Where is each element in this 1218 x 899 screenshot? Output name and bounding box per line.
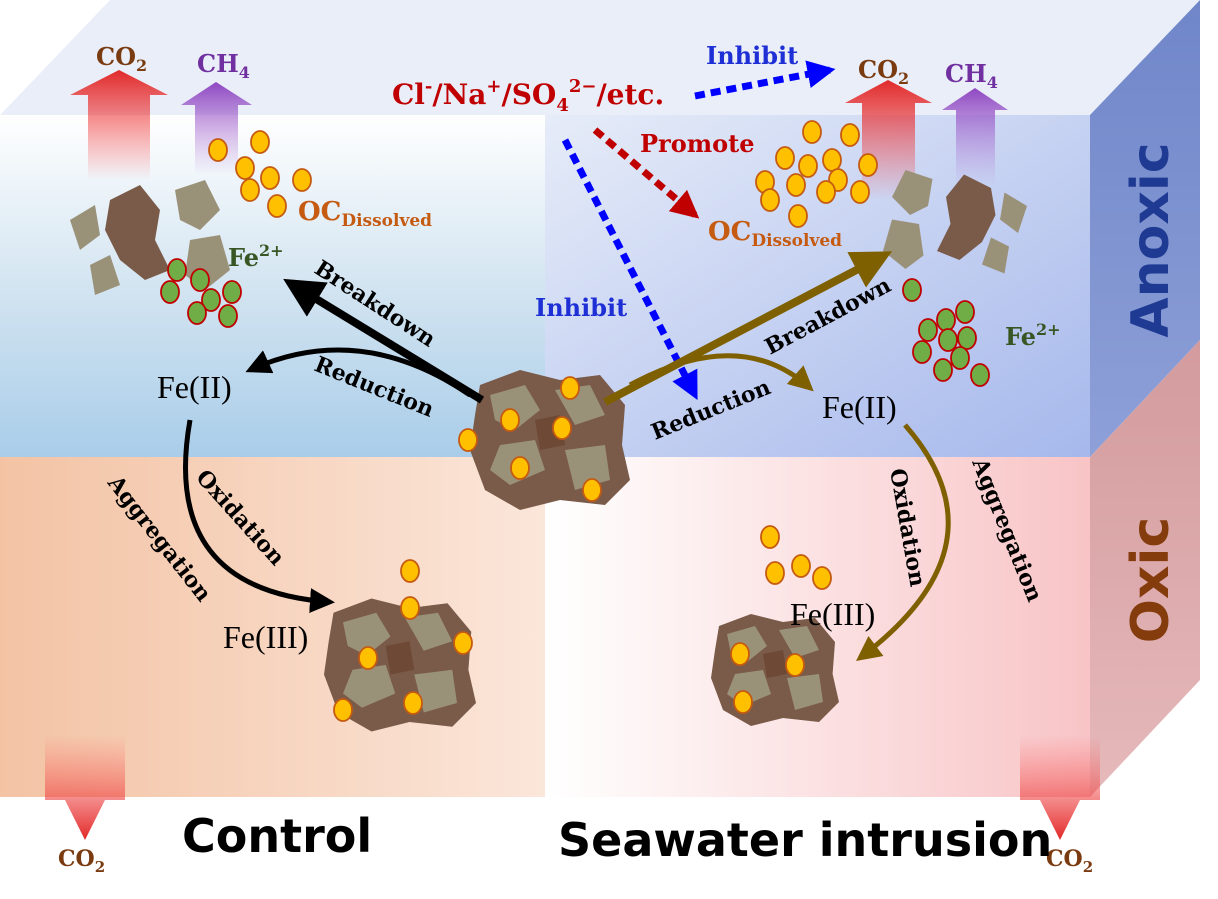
- oxidation-arrow-seawater: [856, 423, 951, 662]
- ch4-emission-arrow-seawater: [942, 88, 1008, 185]
- fe2plus-particles-seawater: [902, 278, 990, 387]
- breakdown-arrow-seawater: [603, 251, 893, 406]
- fe2-label-control: Fe(II): [157, 369, 232, 405]
- co2-down-arrow-control: [45, 735, 125, 840]
- oxic-side-face: [1090, 340, 1200, 797]
- co2-emission-arrow-control: [70, 70, 168, 180]
- oc-dissolved-control: OCDissolved: [298, 197, 432, 231]
- reduction-arrow-control: [245, 347, 472, 398]
- oc-particles-control: [208, 130, 312, 218]
- oxic-label: Oxic: [1121, 517, 1181, 643]
- oxidation-arrow-control: [183, 419, 335, 614]
- co2-label-seawater: CO2: [858, 55, 909, 88]
- co2-label-bottom-control: CO2: [58, 846, 105, 876]
- fe2-label-seawater: Fe(II): [822, 389, 897, 425]
- fe2plus-particles-control: [160, 258, 242, 328]
- control-title: Control: [182, 809, 372, 863]
- promote-label: Promote: [640, 129, 754, 158]
- inhibit-label-gas: Inhibit: [706, 41, 798, 70]
- seawater-title: Seawater intrusion: [558, 813, 1052, 867]
- fe3-label-seawater: Fe(III): [790, 596, 875, 632]
- promote-arrow: [592, 127, 700, 219]
- co2-label-bottom-seawater: CO2: [1046, 846, 1093, 876]
- ch4-emission-arrow-control: [181, 82, 252, 175]
- central-aggregate: [470, 370, 630, 510]
- co2-down-arrow-seawater: [1020, 735, 1100, 840]
- ch4-label-control: CH4: [197, 49, 250, 82]
- oc-particles-oxic-control: [333, 559, 473, 722]
- anoxic-side-face: [1090, 0, 1200, 457]
- reduction-arrow-seawater: [628, 353, 814, 392]
- oc-dissolved-seawater: OCDissolved: [708, 217, 842, 251]
- anoxic-control-face: [0, 115, 545, 457]
- oc-particles-central: [458, 376, 602, 502]
- anoxic-label: Anoxic: [1121, 142, 1181, 337]
- co2-label-control: CO2: [96, 42, 147, 75]
- top-face: [0, 0, 1200, 115]
- oc-particles-oxic-seawater: [730, 525, 832, 714]
- fe3-label-control: Fe(III): [223, 619, 308, 655]
- oc-particles-seawater: [755, 120, 878, 228]
- inhibit-arrow-gas: [694, 60, 836, 100]
- inhibit-label-reduction: Inhibit: [535, 293, 627, 322]
- seawater-ions-label: Cl-/Na+/SO42−/etc.: [392, 76, 664, 116]
- fe2plus-label-seawater: Fe2+: [1005, 320, 1061, 351]
- fe2plus-label-control: Fe2+: [228, 241, 284, 272]
- ch4-label-seawater: CH4: [945, 59, 998, 92]
